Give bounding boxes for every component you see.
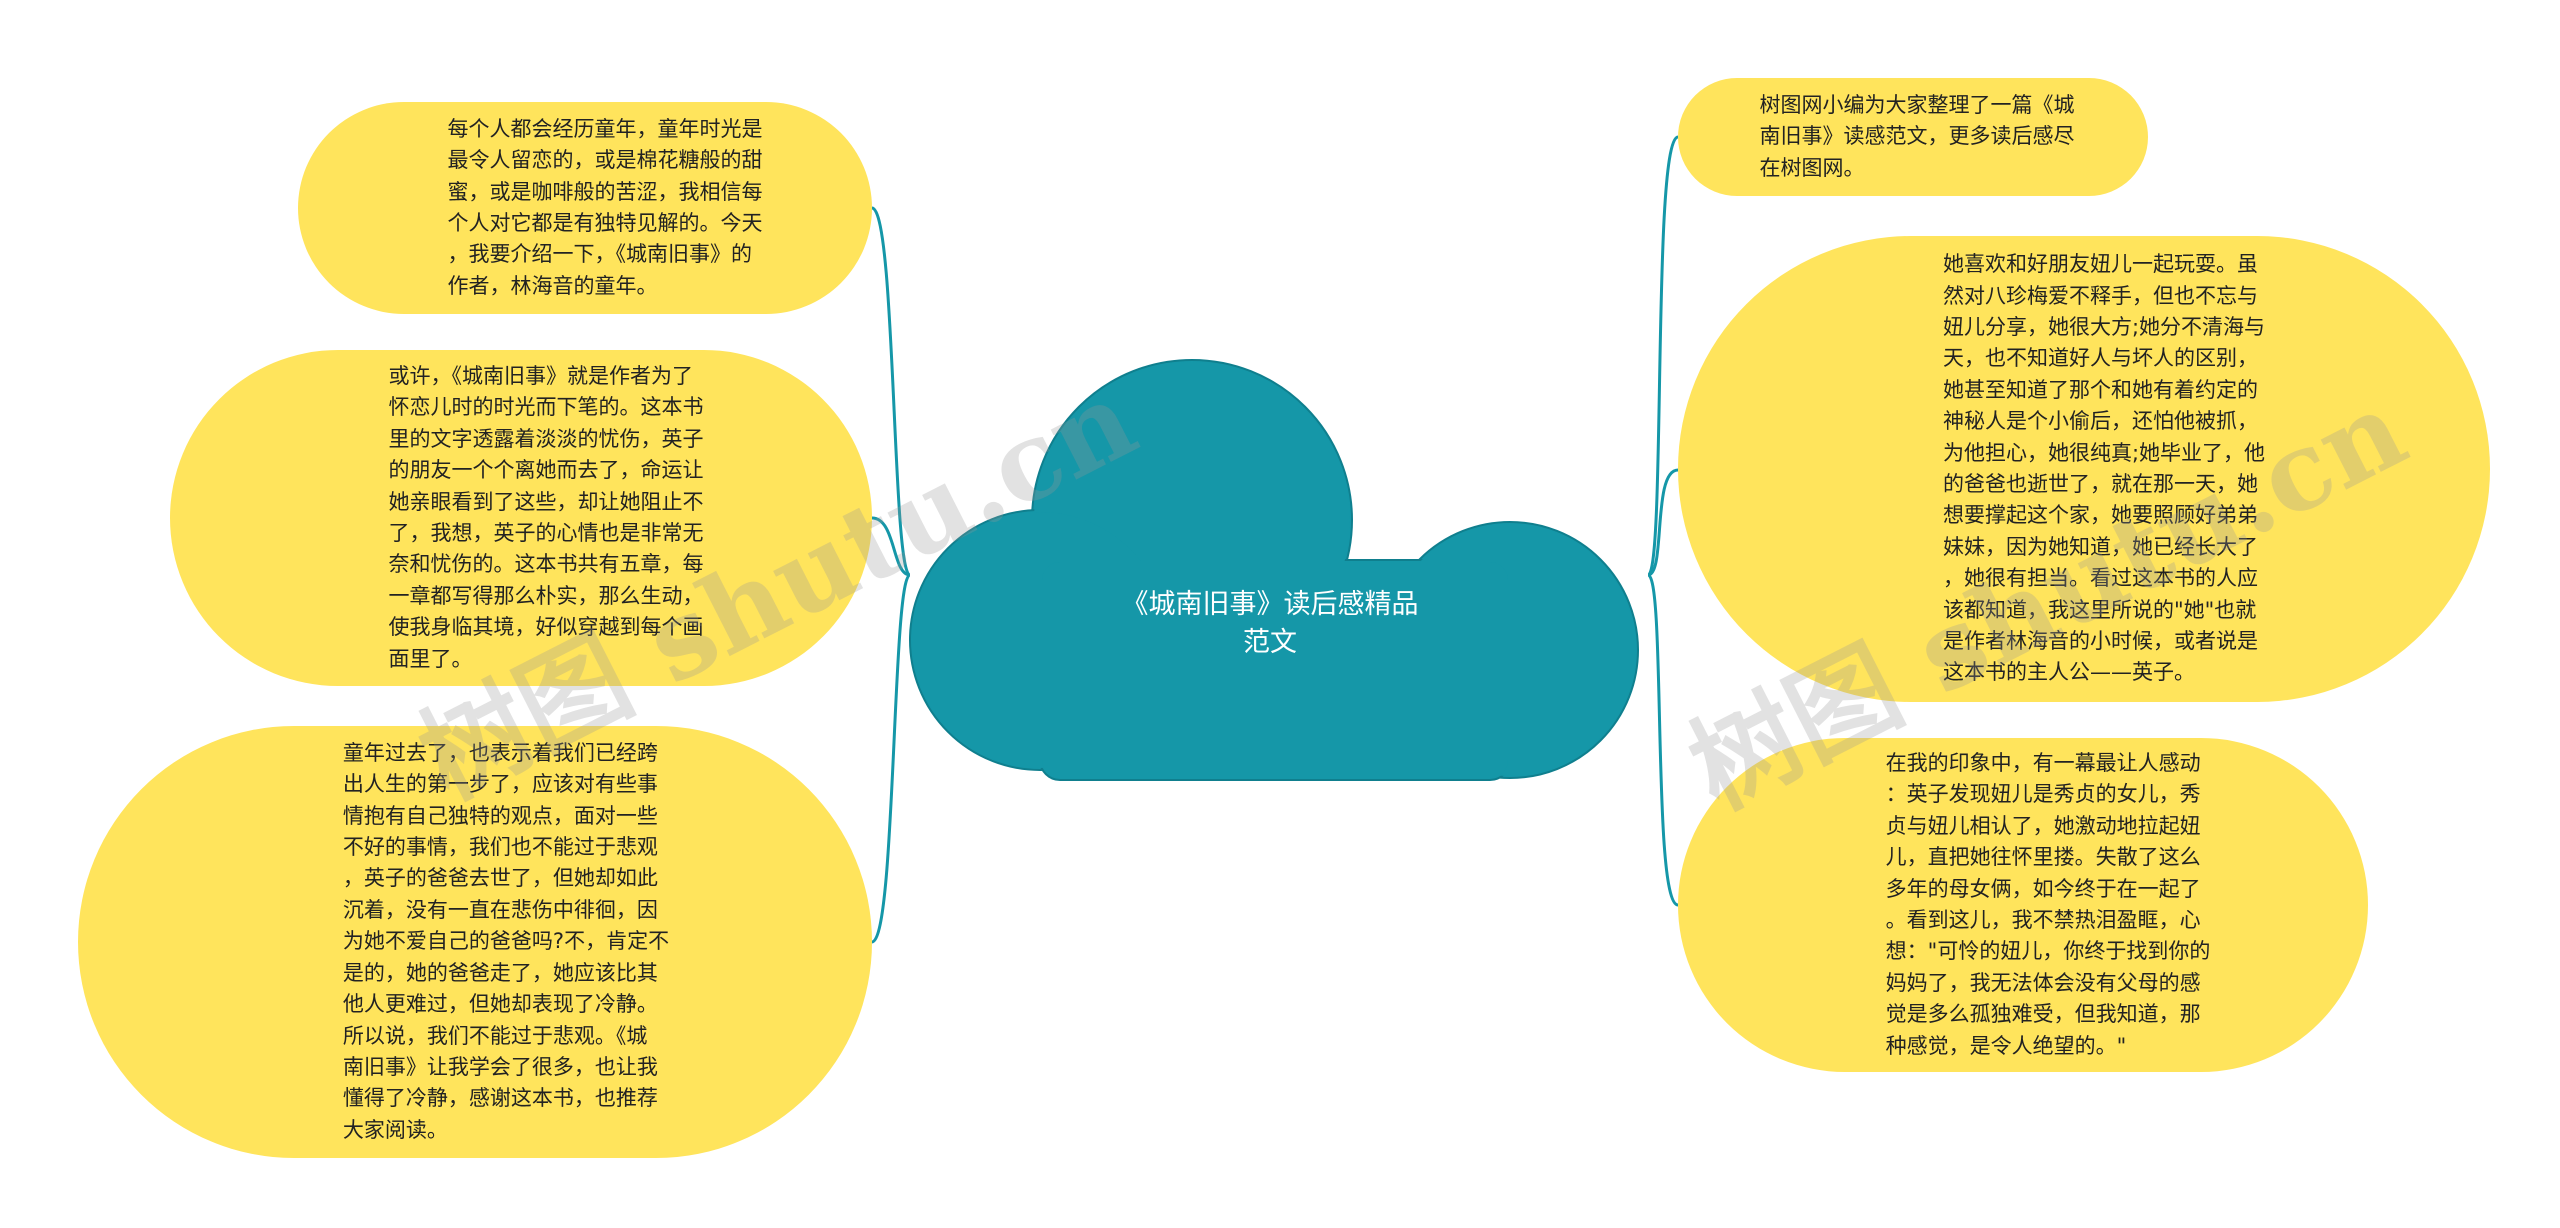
topic-node-left-1[interactable]: 每个人都会经历童年，童年时光是 最令人留恋的，或是棉花糖般的甜 蜜，或是咖啡般的…: [298, 102, 872, 314]
topic-node-right-3-text: 在我的印象中，有一幕最让人感动 ：英子发现妞儿是秀贞的女儿，秀 贞与妞儿相认了，…: [1885, 750, 2211, 1058]
topic-node-right-1[interactable]: 树图网小编为大家整理了一篇《城 南旧事》读感范文，更多读后感尽 在树图网。: [1678, 78, 2148, 196]
connector-right-1: [1646, 135, 1680, 577]
connector-left-1: [871, 206, 912, 577]
topic-node-right-2-text: 她喜欢和好朋友妞儿一起玩耍。虽 然对八珍梅爱不释手，但也不忘与 妞儿分享，她很大…: [1942, 252, 2266, 685]
cloud-fill-body: [1042, 562, 1508, 778]
topic-node-right-2[interactable]: 她喜欢和好朋友妞儿一起玩耍。虽 然对八珍梅爱不释手，但也不忘与 妞儿分享，她很大…: [1678, 236, 2490, 702]
connector-left-3: [871, 573, 912, 944]
connectors: [871, 135, 1680, 944]
topic-node-right-3[interactable]: 在我的印象中，有一幕最让人感动 ：英子发现妞儿是秀贞的女儿，秀 贞与妞儿相认了，…: [1678, 738, 2368, 1072]
topic-node-left-3-text: 童年过去了，也表示着我们已经跨 出人生的第一步了，应该对有些事 情抱有自己独特的…: [342, 740, 670, 1142]
connector-left-2: [871, 516, 911, 577]
central-cloud-fill: [912, 362, 1636, 778]
topic-node-left-2-text: 或许，《城南旧事》就是作者为了 怀恋儿时的时光而下笔的。这本书 里的文字透露着淡…: [388, 363, 704, 671]
connector-right-3: [1646, 573, 1679, 907]
central-topic-title: 《城南旧事》读后感精品 范文: [1121, 589, 1419, 658]
topic-node-right-1-text: 树图网小编为大家整理了一篇《城 南旧事》读感范文，更多读后感尽 在树图网。: [1759, 92, 2075, 180]
connector-right-2: [1647, 468, 1679, 577]
topic-node-left-2[interactable]: 或许，《城南旧事》就是作者为了 怀恋儿时的时光而下笔的。这本书 里的文字透露着淡…: [170, 350, 872, 686]
topic-node-left-3[interactable]: 童年过去了，也表示着我们已经跨 出人生的第一步了，应该对有些事 情抱有自己独特的…: [78, 726, 872, 1158]
topic-node-left-1-text: 每个人都会经历童年，童年时光是 最令人留恋的，或是棉花糖般的甜 蜜，或是咖啡般的…: [447, 116, 763, 298]
